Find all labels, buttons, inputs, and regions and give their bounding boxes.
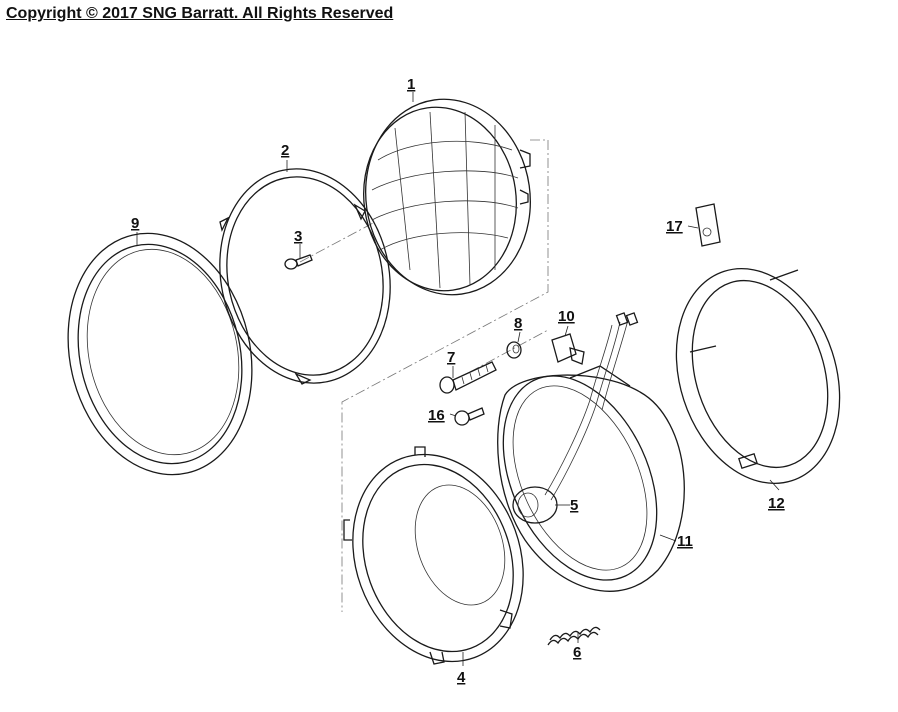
part-17-clip-nut [695, 203, 721, 247]
part-callouts: 1 2 3 4 5 6 7 8 9 10 11 12 16 17 [131, 76, 785, 686]
leader-lines [136, 92, 780, 666]
callout-3: 3 [294, 228, 302, 245]
callout-8: 8 [514, 315, 522, 332]
part-3-screw [284, 254, 313, 270]
part-2-retaining-ring [219, 168, 391, 385]
callout-17: 17 [666, 218, 683, 235]
callout-4: 4 [457, 669, 466, 686]
part-12-mounting-plate [675, 267, 841, 485]
callout-2: 2 [281, 142, 289, 159]
assembly-guide-lines [299, 139, 549, 612]
callout-1: 1 [407, 76, 415, 93]
part-16-screw [454, 407, 485, 426]
callout-7: 7 [447, 349, 455, 366]
part-10-connector [551, 333, 585, 365]
callout-12: 12 [768, 495, 785, 512]
callout-16: 16 [428, 407, 445, 424]
callout-10: 10 [558, 308, 575, 325]
part-9-chrome-rim [67, 232, 253, 476]
part-1-sealed-beam-unit [363, 98, 531, 296]
callout-5: 5 [570, 497, 578, 514]
part-8-grommet [506, 341, 522, 359]
part-6-spring [547, 626, 601, 646]
callout-9: 9 [131, 215, 139, 232]
callout-11: 11 [677, 533, 693, 550]
part-11-headlamp-shell [497, 312, 685, 592]
callout-6: 6 [573, 644, 581, 661]
part-7-adjuster-screw [439, 361, 497, 394]
copyright-notice: Copyright © 2017 SNG Barratt. All Rights… [6, 5, 394, 22]
part-4-mounting-ring [343, 446, 524, 665]
